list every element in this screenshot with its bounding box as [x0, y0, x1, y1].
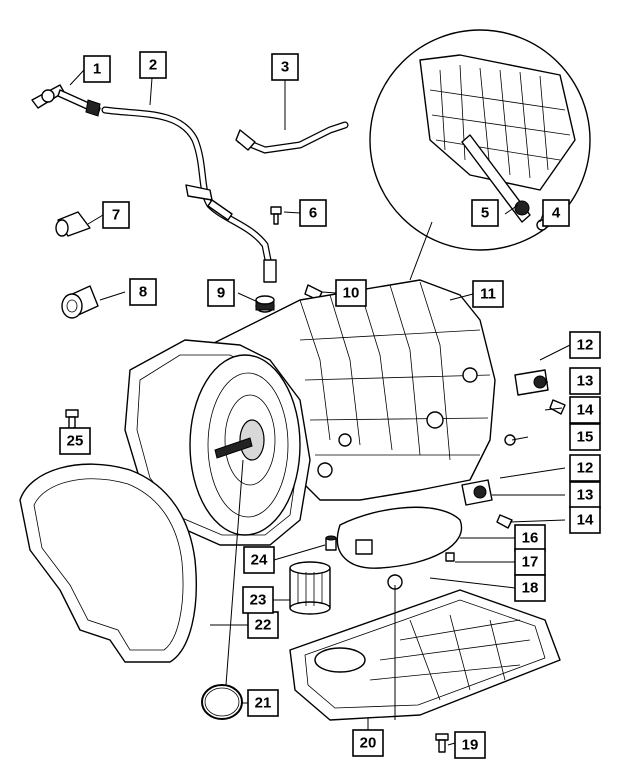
svg-text:22: 22	[255, 617, 272, 634]
svg-text:2: 2	[149, 57, 157, 74]
transmission-case	[124, 279, 516, 546]
svg-text:17: 17	[522, 554, 539, 571]
leader-lines	[69, 69, 571, 746]
svg-text:18: 18	[522, 580, 539, 597]
callout-10: 10	[335, 279, 367, 307]
callout-4: 4	[542, 199, 570, 227]
svg-text:20: 20	[360, 735, 377, 752]
svg-text:14: 14	[577, 402, 594, 419]
svg-text:13: 13	[577, 487, 594, 504]
callout-7: 7	[102, 201, 130, 229]
callout-5: 5	[471, 199, 499, 227]
svg-text:8: 8	[139, 284, 147, 301]
callout-17: 17	[514, 548, 546, 576]
svg-text:21: 21	[255, 695, 272, 712]
svg-text:16: 16	[522, 530, 539, 547]
oil-pan	[289, 589, 561, 721]
part-8-canister	[61, 285, 99, 319]
pan-bellhousing-gasket	[19, 463, 197, 663]
svg-text:9: 9	[217, 285, 225, 302]
callout-14a: 14	[569, 396, 601, 424]
bolt-19	[435, 733, 449, 753]
svg-text:24: 24	[251, 552, 268, 569]
svg-text:6: 6	[309, 205, 317, 222]
svg-text:15: 15	[577, 429, 594, 446]
part-7-plug	[55, 211, 91, 237]
bolt-17	[445, 552, 455, 562]
callout-21: 21	[247, 689, 279, 717]
callout-12b: 12	[569, 454, 601, 482]
callout-20: 20	[352, 729, 384, 757]
svg-text:12: 12	[577, 337, 594, 354]
callout-19: 19	[454, 731, 486, 759]
svg-text:19: 19	[462, 737, 479, 754]
svg-text:13: 13	[577, 373, 594, 390]
svg-text:25: 25	[67, 433, 84, 450]
callout-16: 16	[514, 524, 546, 552]
svg-text:14: 14	[577, 512, 594, 529]
bolt-6	[270, 206, 282, 225]
svg-text:5: 5	[481, 205, 489, 222]
callout-13a: 13	[569, 367, 601, 395]
callout-23: 23	[242, 586, 274, 614]
filter-screen	[336, 506, 463, 569]
callout-13b: 13	[569, 481, 601, 509]
callout-15: 15	[569, 423, 601, 451]
callout-6: 6	[299, 199, 327, 227]
detail-inset	[369, 29, 591, 281]
oil-filter	[289, 561, 331, 615]
callout-9: 9	[207, 279, 235, 307]
svg-text:12: 12	[577, 460, 594, 477]
vent-hose	[235, 121, 349, 154]
callout-2: 2	[139, 51, 167, 79]
svg-text:10: 10	[343, 285, 360, 302]
dipstick	[31, 84, 101, 117]
svg-text:7: 7	[112, 207, 120, 224]
speed-sensor-lower	[461, 479, 513, 529]
callout-1: 1	[83, 55, 111, 83]
callout-25: 25	[59, 427, 91, 455]
callout-22: 22	[247, 611, 279, 639]
callout-12a: 12	[569, 331, 601, 359]
speed-sensor-upper	[514, 369, 566, 415]
svg-text:4: 4	[552, 205, 561, 222]
fill-tube	[101, 106, 277, 283]
callout-3: 3	[271, 53, 299, 81]
callout-24: 24	[243, 546, 275, 574]
callout-18: 18	[514, 574, 546, 602]
callout-14b: 14	[569, 506, 601, 534]
svg-text:11: 11	[480, 286, 496, 303]
svg-text:23: 23	[250, 592, 267, 609]
svg-text:3: 3	[281, 59, 289, 76]
callout-11: 11	[472, 280, 504, 308]
callout-8: 8	[129, 278, 157, 306]
svg-text:1: 1	[93, 61, 101, 78]
part-9-seal	[255, 295, 275, 313]
o-ring	[201, 684, 243, 720]
plug-24	[325, 535, 337, 551]
